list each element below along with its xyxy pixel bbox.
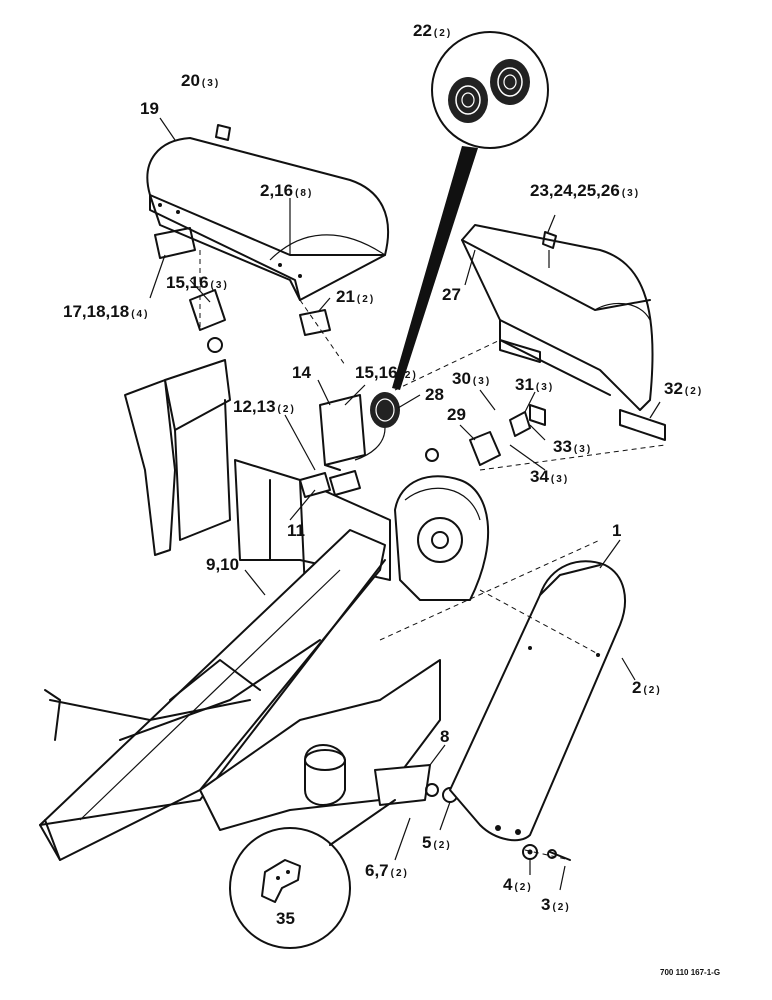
callout-12-13: 12,13(2) [233,397,296,416]
callout-22: 22(2) [413,21,452,40]
callout-4: 4(2) [503,875,533,894]
callout-14: 14 [292,363,311,382]
callout-21: 21(2) [336,287,375,306]
callout-15-16-a: 15,16(3) [166,273,229,292]
callout-29: 29 [447,405,466,424]
main-frame [39,227,546,861]
callouts: 22(2) 20(3) 19 2,16(8) 23,24,25,26(3) 27… [63,21,703,928]
cover-1 [449,560,626,842]
callout-32: 32(2) [664,379,703,398]
callout-9-10: 9,10 [206,555,239,574]
callout-35: 35 [276,909,295,928]
leader-lines [149,117,661,891]
callout-34: 34(3) [530,467,569,486]
callout-30: 30(3) [452,369,491,388]
callout-2: 2(2) [632,678,662,697]
callout-28: 28 [425,385,444,404]
callout-11: 11 [287,521,305,540]
callout-2-16: 2,16(8) [260,181,313,200]
callout-17-18: 17,18,18(4) [63,302,149,321]
callout-33: 33(3) [553,437,592,456]
detail-circle-22 [392,31,549,390]
detail-circle-35 [229,799,396,949]
callout-5: 5(2) [422,833,452,852]
drawing-code: 700 110 167-1-G [660,968,720,977]
callout-31: 31(3) [515,375,554,394]
callout-27: 27 [442,285,461,304]
callout-8: 8 [440,727,449,746]
callout-23-26: 23,24,25,26(3) [530,181,640,200]
callout-3: 3(2) [541,895,571,914]
washers-3-4 [522,844,571,861]
shield-19 [146,124,390,301]
assembly-lines [199,250,666,861]
callout-6-7: 6,7(2) [365,861,409,880]
callout-15-16-b: 15,16(2) [355,363,418,382]
callout-19: 19 [140,99,159,118]
shield-27 [461,224,666,441]
callout-1: 1 [612,521,621,540]
callout-20: 20(3) [181,71,220,90]
